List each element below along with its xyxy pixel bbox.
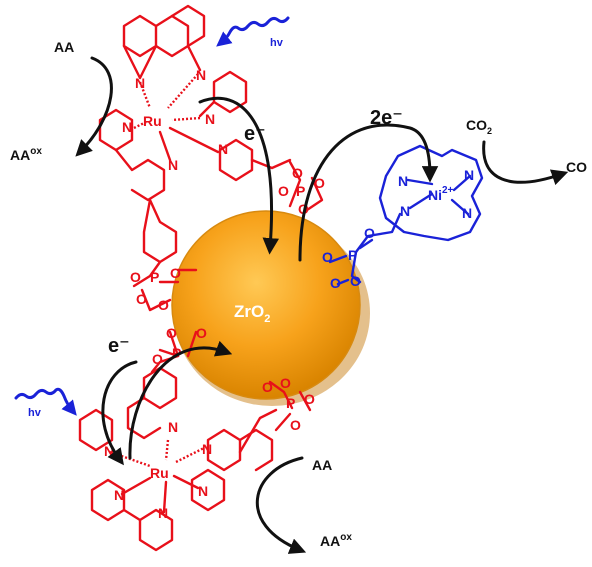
- atom-o: O: [304, 391, 315, 407]
- atom-o: O: [158, 297, 169, 313]
- process-arrows: [75, 56, 569, 554]
- lower-ru-complex: O O P O N N Ru N N N N O O P O O: [78, 325, 315, 552]
- atom-o: O: [278, 183, 289, 199]
- light-top: hv: [216, 16, 290, 49]
- curved-arrow-icon: [128, 340, 233, 460]
- atom-o: O: [196, 325, 207, 341]
- atom-p: P: [286, 395, 295, 411]
- atom-o: O: [166, 325, 177, 341]
- atom-n: N: [462, 205, 472, 221]
- upper-ru-complex: Ru N N N N N N O O P O O O P O O O: [98, 4, 325, 313]
- hv-label-top: hv: [270, 37, 284, 49]
- two-electron-label: 2e⁻: [370, 107, 403, 129]
- atom-o: O: [350, 273, 361, 289]
- atom-ni: Ni2+: [428, 185, 454, 203]
- curved-arrow-icon: [256, 456, 307, 554]
- atom-p: P: [150, 269, 159, 285]
- aa-ox-label-top: AAox: [10, 146, 42, 163]
- atom-ru-bottom: Ru: [150, 465, 169, 481]
- atom-o: O: [290, 417, 301, 433]
- atom-n: N: [464, 167, 474, 183]
- ni-cyclam-complex: N N Ni2+ N N O P O O O: [322, 144, 484, 291]
- co-label: CO: [566, 159, 587, 175]
- atom-n: N: [122, 119, 132, 135]
- electron-label-bottom: e⁻: [108, 335, 130, 357]
- atom-o: O: [170, 265, 181, 281]
- atom-n: N: [158, 505, 168, 521]
- light-bottom: hv: [14, 387, 77, 419]
- atom-n: N: [168, 157, 178, 173]
- atom-n: N: [398, 173, 408, 189]
- atom-p: P: [296, 183, 305, 199]
- atom-o: O: [292, 165, 303, 181]
- electron-label-top: e⁻: [244, 123, 266, 145]
- co2-label: CO2: [466, 117, 492, 136]
- atom-p: P: [348, 247, 357, 263]
- atom-ru-top: Ru: [143, 113, 162, 129]
- zro2-label: ZrO2: [234, 302, 270, 325]
- atom-o: O: [280, 375, 291, 391]
- wavy-arrow-icon: [216, 16, 290, 47]
- atom-n: N: [168, 419, 178, 435]
- curved-arrow-icon: [75, 56, 113, 157]
- atom-n: N: [135, 75, 145, 91]
- zro2-particle: ZrO2: [171, 210, 370, 406]
- atom-n: N: [205, 111, 215, 127]
- atom-n: N: [400, 203, 410, 219]
- curved-arrow-icon: [198, 96, 279, 255]
- wavy-arrow-icon: [14, 387, 77, 416]
- atom-o: O: [136, 291, 147, 307]
- atom-n: N: [114, 487, 124, 503]
- aa-label-bottom: AA: [312, 457, 332, 473]
- curved-arrow-icon: [101, 360, 138, 466]
- atom-o: O: [330, 275, 341, 291]
- atom-o: O: [130, 269, 141, 285]
- aa-label-top: AA: [54, 39, 74, 55]
- atom-o: O: [152, 351, 163, 367]
- atom-n: N: [218, 141, 228, 157]
- atom-n: N: [198, 483, 208, 499]
- atom-n: N: [196, 67, 206, 83]
- hv-label-bottom: hv: [28, 407, 42, 419]
- curved-arrow-icon: [482, 140, 569, 186]
- atom-o: O: [364, 225, 375, 241]
- atom-o: O: [314, 175, 325, 191]
- aa-ox-label-bottom: AAox: [320, 532, 352, 549]
- atom-p: P: [172, 345, 181, 361]
- atom-n: N: [202, 441, 212, 457]
- curved-arrow-icon: [298, 123, 439, 262]
- atom-o: O: [262, 379, 273, 395]
- atom-o: O: [322, 249, 333, 265]
